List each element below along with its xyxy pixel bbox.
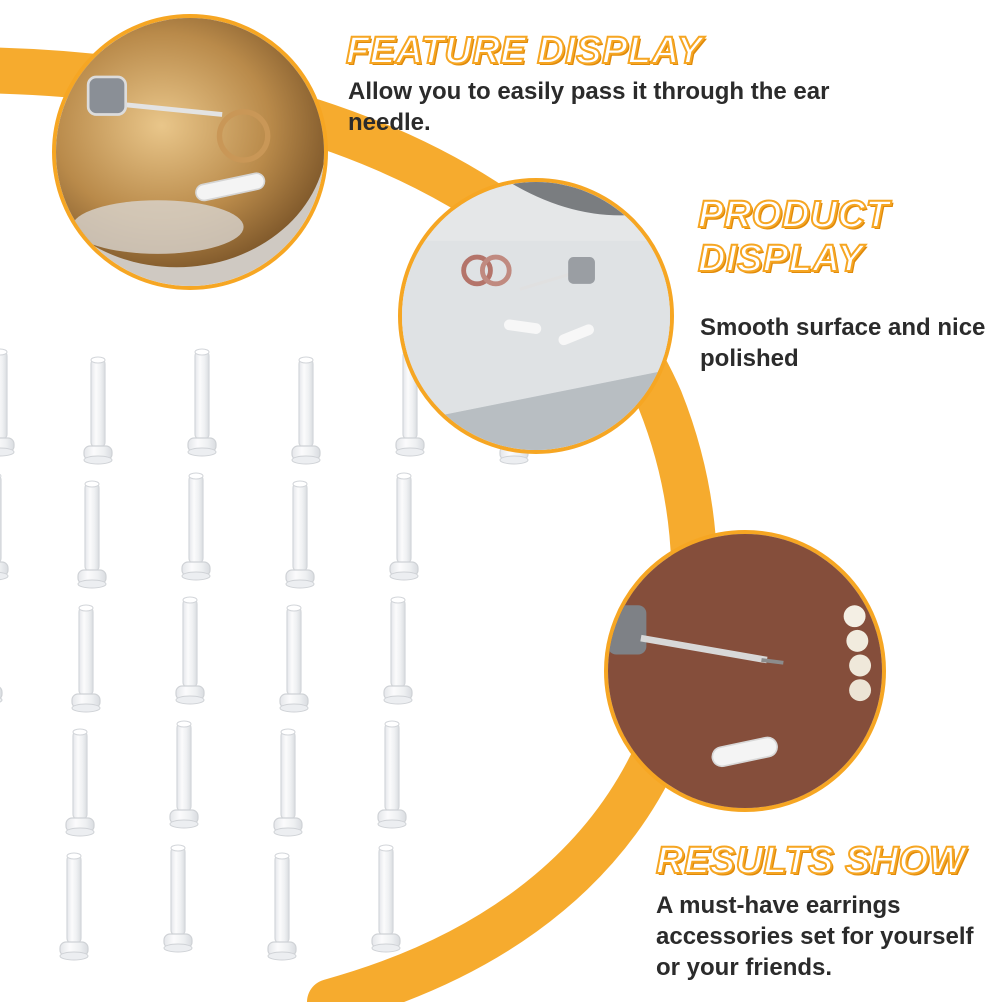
- product-display-description: Smooth surface and nice polished: [700, 314, 986, 372]
- earring-back-plug: [377, 720, 407, 829]
- earring-back-plug: [273, 728, 303, 837]
- earring-back-plug: [175, 596, 205, 705]
- earring-back-plug: [77, 480, 107, 589]
- earring-back-plug: [383, 596, 413, 705]
- feature-display-heading: FEATURE DISPLAY: [345, 29, 703, 73]
- product-display-heading: PRODUCT DISPLAY: [697, 193, 890, 281]
- earring-back-plug: [181, 472, 211, 581]
- earring-back-plug: [169, 720, 199, 829]
- earring-back-plug: [0, 596, 3, 705]
- rings-tray-image: [402, 182, 670, 450]
- product-photo-rings-tray: [398, 178, 674, 454]
- earring-back-plug: [83, 356, 113, 465]
- product-display-heading-line1: PRODUCT: [697, 193, 890, 237]
- feature-photo-gold-bowl: [52, 14, 328, 290]
- gold-bowl-image: [56, 18, 324, 286]
- earring-back-plug: [0, 348, 15, 457]
- results-show-description: A must-have earrings accessories set for…: [656, 892, 974, 981]
- earring-back-plug: [65, 728, 95, 837]
- results-show-heading: RESULTS SHOW: [655, 839, 966, 883]
- earring-back-plug: [389, 472, 419, 581]
- feature-display-description: Allow you to easily pass it through the …: [348, 78, 830, 136]
- earring-back-plug: [267, 852, 297, 961]
- earring-back-plug: [163, 844, 193, 953]
- results-photo-brown-suede: [604, 530, 886, 812]
- earring-back-plug: [291, 356, 321, 465]
- earring-back-plug: [71, 604, 101, 713]
- earring-back-plug: [285, 480, 315, 589]
- earring-back-plug: [59, 852, 89, 961]
- earring-back-plug: [187, 348, 217, 457]
- earring-back-plug: [0, 472, 9, 581]
- brown-suede-image: [608, 534, 882, 808]
- earring-back-plug: [279, 604, 309, 713]
- product-display-heading-line2: DISPLAY: [697, 237, 864, 281]
- earring-back-plug: [371, 844, 401, 953]
